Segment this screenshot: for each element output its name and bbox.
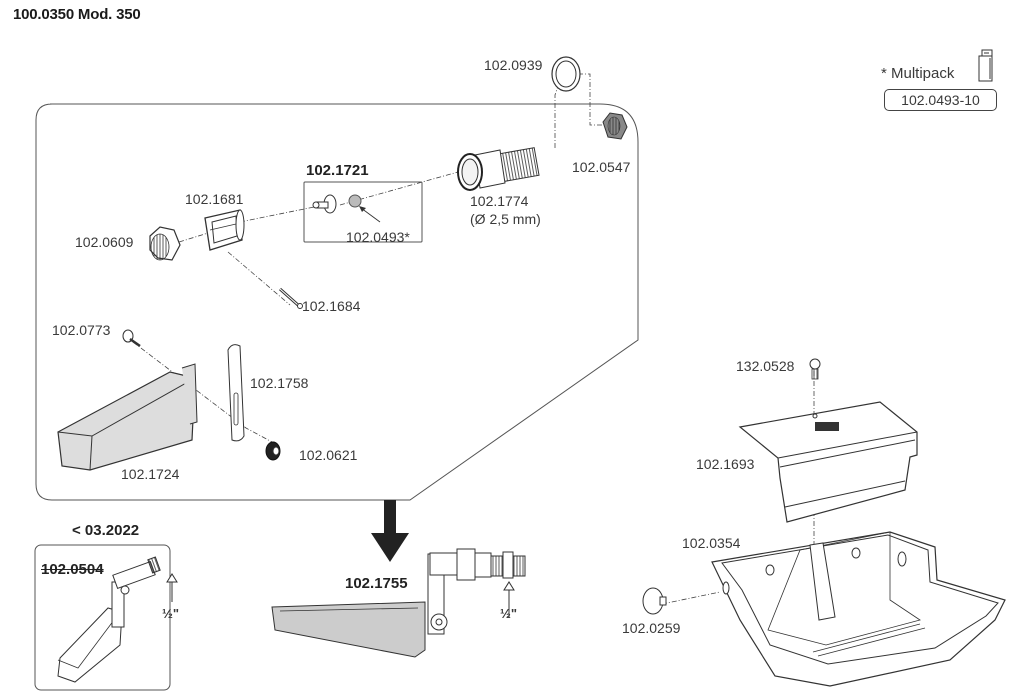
valve-kit-box-1721: [303, 181, 423, 243]
label-102-0259: 102.0259: [622, 620, 681, 636]
arrow-down-icon: [371, 500, 409, 562]
label-102-0939: 102.0939: [484, 57, 543, 73]
label-102-0773: 102.0773: [52, 322, 111, 338]
screw-0773: [122, 329, 141, 348]
label-102-1681: 102.1681: [185, 191, 244, 207]
washer-0939: [551, 56, 581, 92]
legacy-date-label: < 03.2022: [72, 522, 140, 539]
bracket-1758: [227, 344, 245, 442]
assembly-guide-lines: [132, 73, 815, 605]
cover-1693: [738, 358, 918, 523]
label-102-1684: 102.1684: [302, 298, 361, 314]
pin-1684: [279, 287, 303, 309]
plug-0259: [642, 587, 667, 615]
label-102-1721: 102.1721: [306, 162, 369, 179]
label-132-0528: 132.0528: [736, 358, 795, 374]
trough-0354: [711, 531, 1006, 687]
multipack-box-icon: [978, 49, 993, 82]
multipack-part-number: 102.0493-10: [884, 89, 997, 111]
hex-nut-0609: [149, 226, 181, 261]
label-102-0504-discontinued: 102.0504: [41, 561, 104, 578]
legacy-frame: [34, 544, 171, 691]
label-102-1755: 102.1755: [345, 575, 408, 592]
valve-cage-1681: [204, 209, 245, 251]
threaded-body-1774: [457, 147, 540, 191]
legacy-part-number: 102.0504: [41, 561, 104, 578]
float-valve-1755: [271, 548, 526, 658]
legacy-float-0504: [57, 556, 178, 683]
label-102-0609: 102.0609: [75, 234, 134, 250]
label-102-1774: 102.1774: [470, 193, 529, 209]
knob-0621: [265, 441, 281, 461]
label-102-0621: 102.0621: [299, 447, 358, 463]
label-102-1774-note: (Ø 2,5 mm): [470, 211, 541, 227]
valve-seal-0493: [348, 194, 381, 223]
thread-size-main: ½": [500, 606, 518, 621]
assembly-panel-frame: [35, 103, 639, 501]
label-102-1693: 102.1693: [696, 456, 755, 472]
label-102-0354: 102.0354: [682, 535, 741, 551]
label-102-0547: 102.0547: [572, 159, 631, 175]
valve-pin: [312, 194, 337, 214]
float-1724: [57, 363, 198, 471]
thread-size-legacy: ½": [162, 606, 180, 621]
multipack-label: * Multipack: [881, 65, 955, 82]
label-102-1724: 102.1724: [121, 466, 180, 482]
page-title: 100.0350 Mod. 350: [13, 6, 141, 23]
hex-nut-0547: [602, 112, 628, 140]
label-102-0493: 102.0493*: [346, 229, 410, 245]
label-102-1758: 102.1758: [250, 375, 309, 391]
